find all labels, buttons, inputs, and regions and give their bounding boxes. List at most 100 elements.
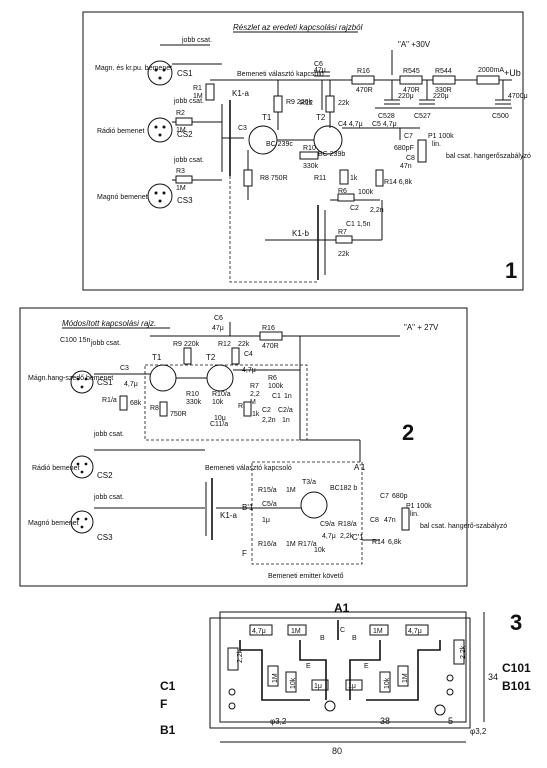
fig2-k1a: K1-a	[220, 511, 237, 520]
svg-text:1n: 1n	[282, 417, 290, 424]
svg-text:R9 220k: R9 220k	[286, 99, 313, 106]
fig2-input-cs2: Rádió bemenet CS2 jobb csat.	[32, 431, 205, 480]
svg-text:1M: 1M	[402, 673, 409, 683]
svg-text:R11: R11	[314, 175, 326, 182]
svg-text:R10/a: R10/a	[212, 391, 231, 398]
svg-text:C3: C3	[238, 125, 247, 132]
svg-text:R12: R12	[300, 100, 313, 107]
pcb-pad-b101: B101	[502, 679, 531, 693]
pcb-pad-c101: C101	[502, 661, 531, 675]
svg-text:10k: 10k	[290, 677, 297, 689]
svg-text:P1 100k: P1 100k	[406, 503, 432, 510]
fig2-input-1-label: Mágn.hang-szedő bemenet	[28, 375, 113, 382]
svg-text:lin.: lin.	[432, 141, 441, 148]
svg-text:C2/a: C2/a	[278, 407, 293, 414]
svg-text:jobb csat.: jobb csat.	[173, 98, 204, 105]
fig1-out-label: bal csat. hangerőszabályzó	[446, 153, 531, 160]
svg-text:E: E	[306, 663, 311, 670]
fig2-t2: T2	[206, 353, 216, 362]
svg-text:47n: 47n	[384, 517, 396, 524]
svg-text:1M: 1M	[373, 628, 383, 635]
fig2-t1: T1	[152, 353, 162, 362]
svg-text:10k: 10k	[212, 399, 224, 406]
svg-text:jobb csat.: jobb csat.	[93, 431, 124, 438]
fig2-input-3-connector: CS3	[97, 533, 113, 542]
svg-text:C5/a: C5/a	[262, 501, 277, 508]
svg-text:R17/a: R17/a	[298, 541, 317, 548]
svg-text:C9/a: C9/a	[320, 521, 335, 528]
svg-text:220μ: 220μ	[433, 93, 449, 100]
svg-text:C1 1,5n: C1 1,5n	[346, 221, 371, 228]
svg-text:47μ: 47μ	[212, 325, 224, 332]
svg-text:22k: 22k	[338, 251, 350, 258]
svg-text:220k: 220k	[184, 341, 200, 348]
svg-text:47μ: 47μ	[314, 67, 326, 74]
svg-text:C6: C6	[314, 61, 323, 68]
svg-text:10μ: 10μ	[214, 415, 226, 422]
svg-text:C2: C2	[262, 407, 271, 414]
svg-text:10k: 10k	[384, 677, 391, 689]
svg-text:C528: C528	[378, 113, 395, 120]
svg-text:R9: R9	[173, 341, 182, 348]
svg-text:B: B	[352, 635, 357, 642]
fig1-input-3-connector: CS3	[177, 196, 193, 205]
fig1-switch-label: Bemeneti választó kapcsoló	[237, 71, 324, 78]
fig1-t1-type: BC 239c	[266, 141, 293, 148]
svg-text:M: M	[250, 399, 256, 406]
svg-text:R1: R1	[193, 85, 202, 92]
fig2-switch-label: Bemeneti választó kapcsoló	[205, 465, 292, 472]
svg-text:R15/a: R15/a	[258, 487, 277, 494]
svg-text:2,2: 2,2	[250, 391, 260, 398]
figure-2-title: Módosított kapcsolási rajz.	[62, 319, 156, 328]
fig1-input-3-label: Magnó bemenet	[97, 194, 148, 201]
svg-text:68k: 68k	[130, 400, 142, 407]
svg-text:2,2n: 2,2n	[262, 417, 276, 424]
svg-text:jobb csat.: jobb csat.	[93, 494, 124, 501]
fig1-t2-type: BC 239b	[318, 151, 345, 158]
fig1-k1b: K1-b	[292, 229, 309, 238]
svg-text:1n: 1n	[284, 393, 292, 400]
fig2-input-2-label: Rádió bemenet	[32, 465, 80, 472]
pcb-hole-right: φ3,2	[470, 727, 487, 736]
fig1-input-cs1: Magn. és kr.pu. bemenet CS1 jobb csat. R…	[95, 37, 222, 101]
fig2-input-3-label: Magnó bemenet	[28, 520, 79, 527]
fig2-input-cs3: Magnó bemenet CS3 jobb csat.	[28, 494, 205, 542]
svg-text:750R: 750R	[170, 411, 187, 418]
fig2-supply-label: "A" + 27V	[404, 323, 439, 332]
svg-text:C527: C527	[414, 113, 431, 120]
svg-text:10k: 10k	[314, 547, 326, 554]
pcb-pad-c1: C1	[160, 679, 176, 693]
figure-1: Részlet az eredeti kapcsolási rajzból 1 …	[82, 11, 531, 291]
fig2-c100: C100 15n	[60, 337, 90, 344]
fig2-box-label: Bemeneti emitter követő	[268, 573, 344, 580]
svg-text:R1/a: R1/a	[102, 397, 117, 404]
svg-text:R545: R545	[403, 68, 420, 75]
fig1-t2: T2	[316, 113, 326, 122]
svg-text:C1: C1	[272, 393, 281, 400]
figure-3: 3 A1 C1 F B1 C101 B101 4,7μ 1M B C B 1M …	[160, 601, 531, 756]
svg-text:R8: R8	[150, 405, 159, 412]
pcb-dim-height: 34	[488, 672, 498, 682]
svg-text:R7: R7	[338, 229, 347, 236]
svg-text:4,7μ: 4,7μ	[252, 628, 266, 635]
svg-text:C: C	[340, 627, 345, 634]
svg-text:470R: 470R	[403, 87, 420, 94]
pcb-board	[219, 611, 467, 723]
svg-text:47n: 47n	[400, 163, 412, 170]
svg-text:lin.: lin.	[410, 511, 419, 518]
svg-text:R16: R16	[357, 68, 370, 75]
figure-2-frame	[19, 307, 468, 587]
fig1-ub: +Ub	[504, 68, 521, 78]
figure-1-frame	[82, 11, 524, 291]
svg-text:R16: R16	[262, 325, 275, 332]
svg-text:R18/a: R18/a	[338, 521, 357, 528]
svg-text:4,7μ: 4,7μ	[322, 533, 336, 540]
fig1-input-1-label: Magn. és kr.pu. bemenet	[95, 65, 172, 72]
svg-text:680pF: 680pF	[394, 145, 414, 152]
svg-text:2,2k: 2,2k	[340, 533, 354, 540]
svg-text:C8: C8	[406, 155, 415, 162]
svg-text:1M: 1M	[286, 541, 296, 548]
svg-text:2,2n: 2,2n	[370, 207, 384, 214]
